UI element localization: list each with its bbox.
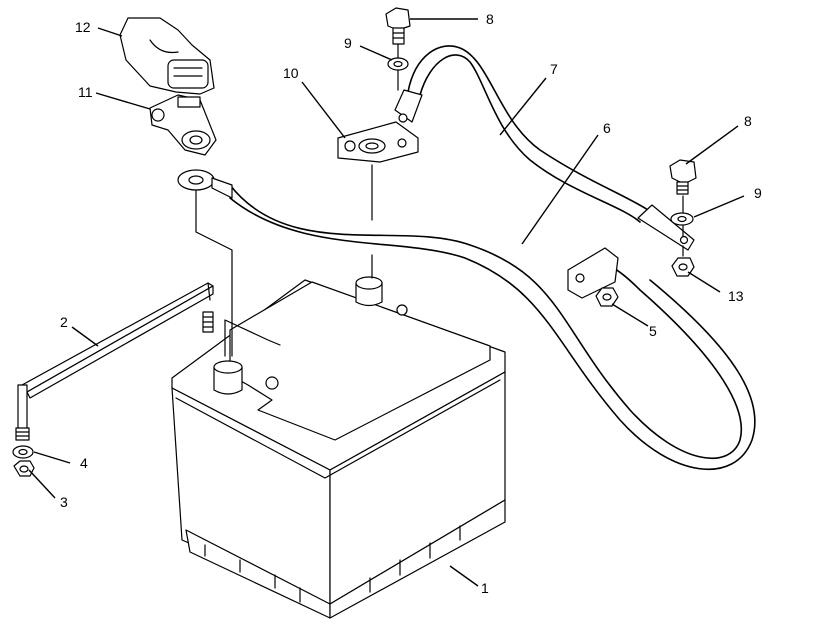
callout-1: 1 [481,580,489,596]
callout-7: 7 [550,61,558,77]
callout-11: 11 [78,84,93,100]
washer [12,445,34,459]
cable-bolt [669,159,697,195]
callout-6: 6 [603,120,611,136]
negative-terminal-clamp [149,94,217,156]
hold-down-bar [15,282,214,441]
callout-2: 2 [60,314,68,330]
negative-cable [177,169,756,471]
battery [171,276,506,619]
terminal-bolt [385,7,411,45]
callout-12: 12 [75,19,91,35]
nut [13,460,35,477]
assembly-guide-lines [195,43,684,357]
callout-13: 13 [728,288,744,304]
callout-10: 10 [283,65,299,81]
callout-leaders [28,18,745,587]
terminal-washer [387,57,409,71]
callout-4: 4 [80,455,88,471]
cable-washer [670,212,694,226]
callout-9-right: 9 [754,185,762,201]
callout-8-right: 8 [744,113,752,129]
chassis-nut [595,287,619,307]
terminal-clamp [337,121,419,163]
positive-cable [394,45,695,251]
callout-3: 3 [60,494,68,510]
callout-9-top: 9 [344,35,352,51]
callout-labels: 1 2 3 4 5 6 7 8 8 9 9 10 11 12 13 [60,11,762,596]
callout-8-top: 8 [486,11,494,27]
terminal-cover [119,17,215,95]
callout-5: 5 [649,323,657,339]
